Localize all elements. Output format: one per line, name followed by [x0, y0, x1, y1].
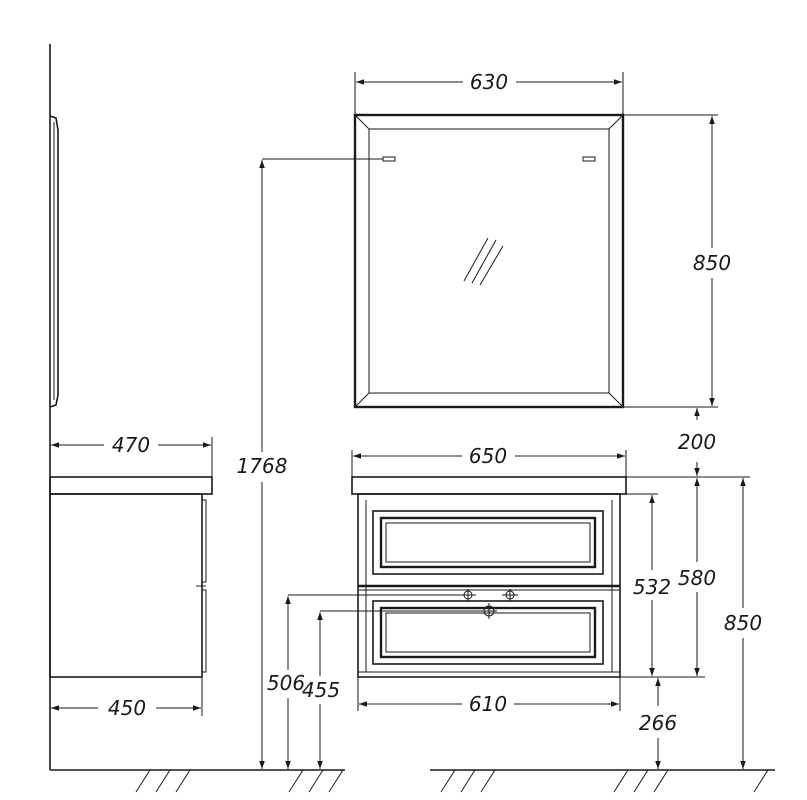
mirror-hook-left [382, 156, 396, 162]
dim-850-overall-label: 850 [724, 611, 762, 635]
floor [50, 769, 775, 793]
mirror-frame-outer [353, 113, 625, 409]
dim-455-label: 455 [302, 678, 340, 702]
dim-650-label: 650 [469, 444, 507, 468]
drawer-upper-panel [379, 516, 597, 569]
dim-630-label: 630 [470, 70, 508, 94]
side-cabinet-body [49, 493, 203, 678]
side-countertop [49, 476, 213, 495]
floor-hatch [135, 769, 769, 793]
dim-266-label: 266 [639, 711, 677, 735]
dim-610-label: 610 [469, 692, 507, 716]
dim-850-mirror-label: 850 [693, 251, 731, 275]
cabinet-countertop [351, 476, 627, 495]
front-cabinet: 650 610 532 580 850 266 506 [267, 444, 762, 769]
dim-580-label: 580 [678, 566, 716, 590]
drawer-upper [372, 510, 604, 575]
drawer-lower [372, 600, 604, 665]
front-mirror: 630 850 200 1768 [237, 70, 731, 769]
dim-450-label: 450 [108, 696, 146, 720]
mirror-reflection [463, 237, 489, 282]
drawer-lower-panel [379, 606, 597, 659]
side-view: 470 450 [49, 44, 213, 770]
side-mirror-profile [49, 115, 59, 408]
mirror-hook-right [582, 156, 596, 162]
side-drawer-front [202, 499, 207, 673]
dim-506-label: 506 [267, 671, 305, 695]
dim-200-label: 200 [678, 430, 716, 454]
dim-470-label: 470 [112, 433, 150, 457]
mirror-frame-inner [368, 128, 610, 394]
dim-532-label: 532 [633, 575, 671, 599]
dim-1768-label: 1768 [237, 454, 288, 478]
